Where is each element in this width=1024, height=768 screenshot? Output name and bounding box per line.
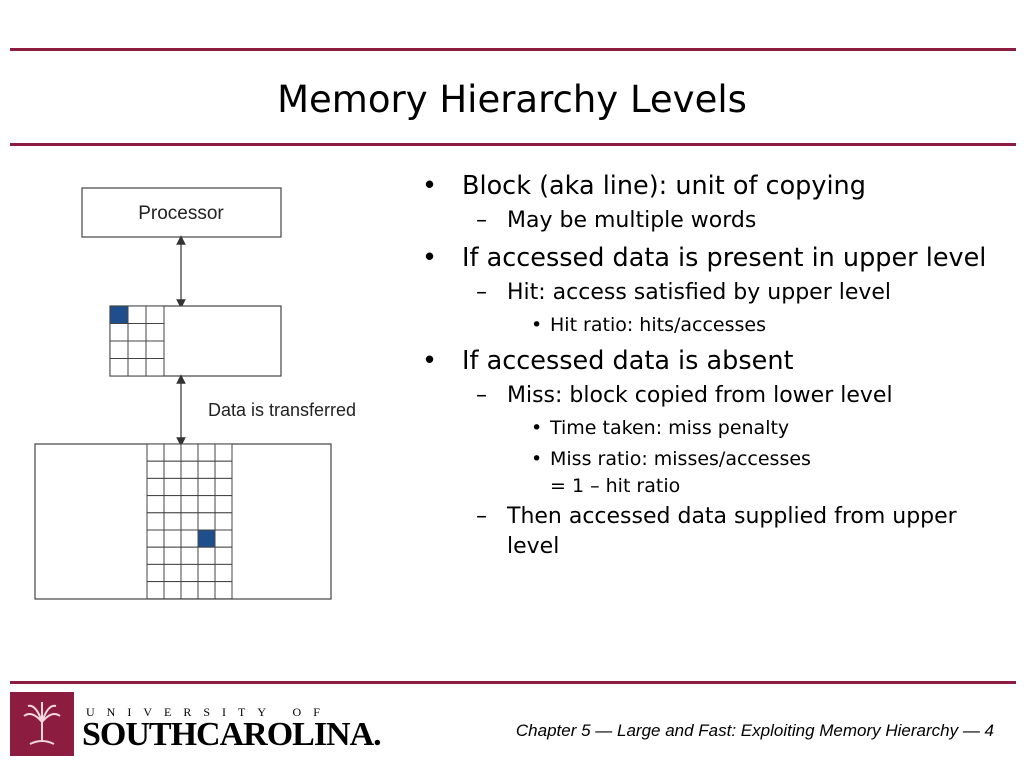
memory-block-cell <box>163 443 182 462</box>
title-rule <box>10 143 1016 146</box>
memory-block-cell <box>127 340 147 359</box>
memory-block-cell <box>145 305 165 324</box>
memory-block-cell <box>214 495 233 514</box>
data-block-highlighted <box>197 529 216 548</box>
bullet-text: Time taken: miss penalty <box>550 417 790 439</box>
memory-block-cell <box>163 512 182 531</box>
bullet-list: Block (aka line): unit of copyingMay be … <box>420 170 1000 568</box>
upper-level-grid <box>109 305 165 377</box>
memory-block-cell <box>163 546 182 565</box>
footer-rule <box>10 681 1016 684</box>
memory-block-cell <box>197 460 216 479</box>
bullet-text: Block (aka line): unit of copying <box>462 171 866 201</box>
memory-block-cell <box>197 512 216 531</box>
memory-block-cell <box>109 340 129 359</box>
memory-block-cell <box>180 581 199 600</box>
bullet-text: If accessed data is present in upper lev… <box>462 243 987 273</box>
memory-block-cell <box>163 529 182 548</box>
bullet-text-continued: = 1 – hit ratio <box>550 475 681 497</box>
transfer-label: Data is transferred <box>208 400 356 420</box>
top-rule <box>10 48 1016 51</box>
bullet-text: May be multiple words <box>507 208 757 233</box>
bullet-text: If accessed data is absent <box>462 346 794 376</box>
memory-block-cell <box>180 512 199 531</box>
memory-block-cell <box>146 581 165 600</box>
memory-block-cell <box>214 529 233 548</box>
memory-block-cell <box>127 358 147 377</box>
processor-label: Processor <box>138 203 224 224</box>
sub-bullet-item: May be multiple words <box>420 206 1000 236</box>
university-name: SOUTHCAROLINA. <box>82 716 382 753</box>
memory-block-cell <box>214 546 233 565</box>
memory-block-cell <box>163 477 182 497</box>
palmetto-icon <box>23 702 61 745</box>
memory-block-cell <box>163 563 182 583</box>
memory-block-cell <box>197 546 216 565</box>
processor-box <box>81 187 282 238</box>
lower-level-grid <box>146 443 233 600</box>
memory-block-cell <box>146 495 165 514</box>
bullet-text: Hit: access satisfied by upper level <box>507 280 892 305</box>
memory-block-cell <box>145 323 165 342</box>
sub-sub-bullet-item: Hit ratio: hits/accesses <box>420 312 1000 339</box>
memory-block-cell <box>214 581 233 600</box>
sub-bullet-item: Miss: block copied from lower level <box>420 381 1000 411</box>
slide-title: Memory Hierarchy Levels <box>277 78 747 121</box>
sub-bullet-item: Then accessed data supplied from upper l… <box>420 502 1000 562</box>
memory-block-cell <box>197 495 216 514</box>
memory-block-cell <box>109 323 129 342</box>
memory-block-cell <box>146 460 165 479</box>
memory-block-cell <box>163 495 182 514</box>
memory-block-cell <box>214 477 233 497</box>
memory-block-cell <box>146 546 165 565</box>
memory-block-cell <box>214 563 233 583</box>
memory-block-cell <box>146 529 165 548</box>
data-block-highlighted <box>109 305 129 324</box>
bullet-text: Then accessed data supplied from upper l… <box>507 504 957 559</box>
memory-block-cell <box>127 305 147 324</box>
memory-block-cell <box>146 443 165 462</box>
memory-block-cell <box>214 443 233 462</box>
bullet-text: Miss: block copied from lower level <box>507 383 893 408</box>
sub-bullet-item: Hit: access satisfied by upper level <box>420 278 1000 308</box>
memory-block-cell <box>146 563 165 583</box>
memory-block-cell <box>180 443 199 462</box>
memory-block-cell <box>180 546 199 565</box>
bullet-text: Hit ratio: hits/accesses <box>550 314 766 336</box>
memory-block-cell <box>145 340 165 359</box>
memory-hierarchy-diagram: Processor Data is transferred <box>34 187 356 600</box>
footer-chapter-text: Chapter 5 — Large and Fast: Exploiting M… <box>515 721 994 740</box>
memory-block-cell <box>197 581 216 600</box>
sub-sub-bullet-item: Miss ratio: misses/accesses = 1 – hit rat… <box>420 446 1000 500</box>
memory-block-cell <box>163 581 182 600</box>
memory-block-cell <box>163 460 182 479</box>
memory-block-cell <box>180 495 199 514</box>
memory-block-cell <box>180 460 199 479</box>
memory-block-cell <box>180 529 199 548</box>
memory-block-cell <box>180 563 199 583</box>
memory-block-cell <box>145 358 165 377</box>
memory-block-cell <box>214 460 233 479</box>
memory-block-cell <box>146 477 165 497</box>
bullet-item: Block (aka line): unit of copying <box>420 170 1000 202</box>
bullet-text: Miss ratio: misses/accesses <box>550 448 811 470</box>
memory-block-cell <box>197 443 216 462</box>
memory-block-cell <box>197 477 216 497</box>
memory-block-cell <box>127 323 147 342</box>
bullet-item: If accessed data is absent <box>420 345 1000 377</box>
university-logo <box>10 692 74 756</box>
sub-sub-bullet-item: Time taken: miss penalty <box>420 415 1000 442</box>
memory-block-cell <box>197 563 216 583</box>
memory-block-cell <box>180 477 199 497</box>
memory-block-cell <box>146 512 165 531</box>
university-line: UNIVERSITY OF <box>86 705 332 719</box>
bullet-item: If accessed data is present in upper lev… <box>420 242 1000 274</box>
memory-block-cell <box>214 512 233 531</box>
memory-block-cell <box>109 358 129 377</box>
